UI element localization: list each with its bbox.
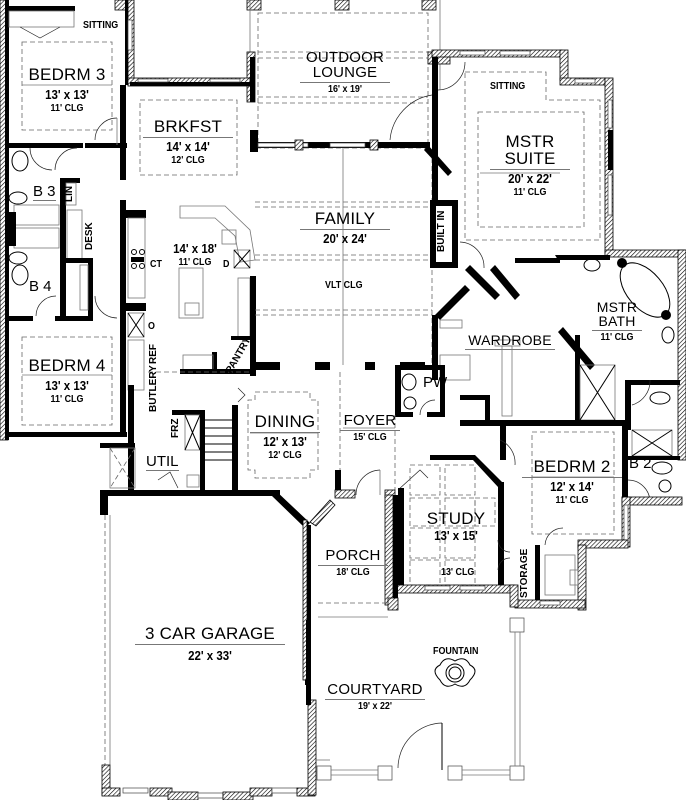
room-outdoor-lounge: OUTDOOR LOUNGE 16' x 19' [300, 50, 390, 95]
room-ceiling: 11' CLG [50, 392, 84, 405]
bedroom2-walls [499, 420, 683, 611]
room-b2: B 2 [629, 455, 652, 472]
garage [100, 490, 330, 800]
fountain-icon [434, 658, 476, 687]
room-ceiling: 11' CLG [555, 493, 589, 506]
room-study: STUDY 13' x 15' [413, 510, 499, 543]
room-dims: 12' x 14' [550, 480, 594, 494]
family-room [255, 145, 458, 370]
kitchen-walls [120, 77, 256, 435]
room-ceiling: 11' CLG [50, 101, 84, 114]
porch [318, 494, 399, 618]
foyer [309, 372, 396, 527]
room-name: BEDRM 2 [522, 458, 622, 478]
fixture-ref: REF [148, 344, 159, 364]
mstr-sitting-label: SITTING [490, 80, 526, 92]
master-bath-walls [432, 255, 680, 430]
fountain-label: FOUNTAIN [433, 645, 479, 657]
courtyard [316, 617, 525, 781]
fixture-storage: STORAGE [519, 548, 530, 598]
room-name: WARDROBE [465, 333, 555, 350]
room-ceiling: 12' CLG [268, 448, 302, 461]
room-mstr-suite: MSTR SUITE 20' x 22' 11' CLG [490, 133, 570, 197]
room-name: SUITE [490, 150, 570, 170]
room-ceiling: 11' CLG [600, 331, 634, 343]
room-ceiling: 11' CLG [178, 255, 212, 268]
room-family: FAMILY 20' x 24' [300, 210, 390, 246]
room-name: MSTR [505, 132, 555, 151]
room-name: STUDY [426, 509, 486, 528]
fixture-built-in: BUILT IN [436, 210, 447, 252]
room-name: LOUNGE [300, 65, 390, 83]
room-util: UTIL [146, 453, 179, 471]
room-dims: 13' x 13' [45, 88, 89, 102]
room-porch: PORCH 18' CLG [318, 548, 388, 578]
study-ceiling: 13' CLG [441, 566, 475, 578]
room-kitchen: 14' x 18' 11' CLG [160, 240, 230, 267]
room-courtyard: COURTYARD 19' x 22' [325, 682, 425, 712]
room-name: BEDRM 3 [28, 65, 106, 84]
room-garage: 3 CAR GARAGE 22' x 33' [135, 625, 285, 663]
room-b4: B 4 [29, 278, 52, 295]
room-dims: 12' x 13' [263, 435, 307, 449]
room-name: FOYER [340, 413, 400, 431]
fixture-ct: CT [150, 258, 162, 270]
outdoor-lounge-structure [246, 0, 451, 152]
room-ceiling: 11' CLG [513, 185, 547, 198]
room-dims: 14' x 18' [173, 242, 217, 256]
room-ceiling: 18' CLG [336, 566, 370, 578]
room-foyer: FOYER 15' CLG [340, 413, 400, 443]
room-bedrm2: BEDRM 2 12' x 14' 11' CLG [522, 458, 622, 505]
room-name: FAMILY [300, 210, 390, 230]
room-name: COURTYARD [325, 682, 425, 700]
room-ceiling: 12' CLG [171, 153, 205, 166]
master-suite-walls [431, 49, 686, 461]
room-bedrm3: BEDRM 3 13' x 13' 11' CLG [22, 66, 112, 113]
room-wardrobe: WARDROBE [465, 333, 555, 350]
room-mstr-bath: MSTR BATH 11' CLG [592, 300, 642, 343]
left-wing-walls [0, 0, 135, 441]
room-name: BATH [592, 314, 642, 331]
room-pw: PW [423, 374, 448, 391]
room-dims: 13' x 15' [434, 529, 478, 543]
room-name: PORCH [318, 548, 388, 566]
fixture-frz: FRZ [170, 418, 181, 438]
room-name: BRKFST [143, 118, 233, 138]
room-name: 3 CAR GARAGE [135, 625, 285, 645]
fixture-d: D [223, 258, 230, 270]
room-name: DINING [250, 413, 320, 433]
room-dining: DINING 12' x 13' 12' CLG [250, 413, 320, 460]
room-b3: B 3 [33, 183, 56, 201]
fixture-butlery: BUTLERY [148, 365, 159, 412]
room-brkfst: BRKFST 14' x 14' 12' CLG [143, 118, 233, 165]
room-dims: 16' x 19' [327, 83, 363, 95]
bedrm3-sitting-label: SITTING [83, 19, 119, 31]
room-name: BEDRM 4 [28, 356, 106, 375]
fixture-desk: DESK [84, 222, 95, 250]
room-dims: 22' x 33' [188, 649, 232, 663]
room-dims: 14' x 14' [166, 140, 210, 154]
room-ceiling: 15' CLG [353, 431, 387, 443]
room-dims: 20' x 22' [508, 172, 552, 186]
fixture-lin: LIN [64, 185, 75, 202]
room-name: MSTR [596, 299, 638, 315]
fixture-o: O [148, 320, 155, 332]
room-dims: 13' x 13' [45, 379, 89, 393]
room-dims: 20' x 24' [323, 232, 367, 246]
room-bedrm4: BEDRM 4 13' x 13' 11' CLG [22, 357, 112, 404]
room-dims: 19' x 22' [357, 700, 393, 712]
family-ceiling: VLT CLG [325, 279, 363, 291]
powder-room [395, 365, 445, 417]
room-name: OUTDOOR [305, 49, 385, 66]
